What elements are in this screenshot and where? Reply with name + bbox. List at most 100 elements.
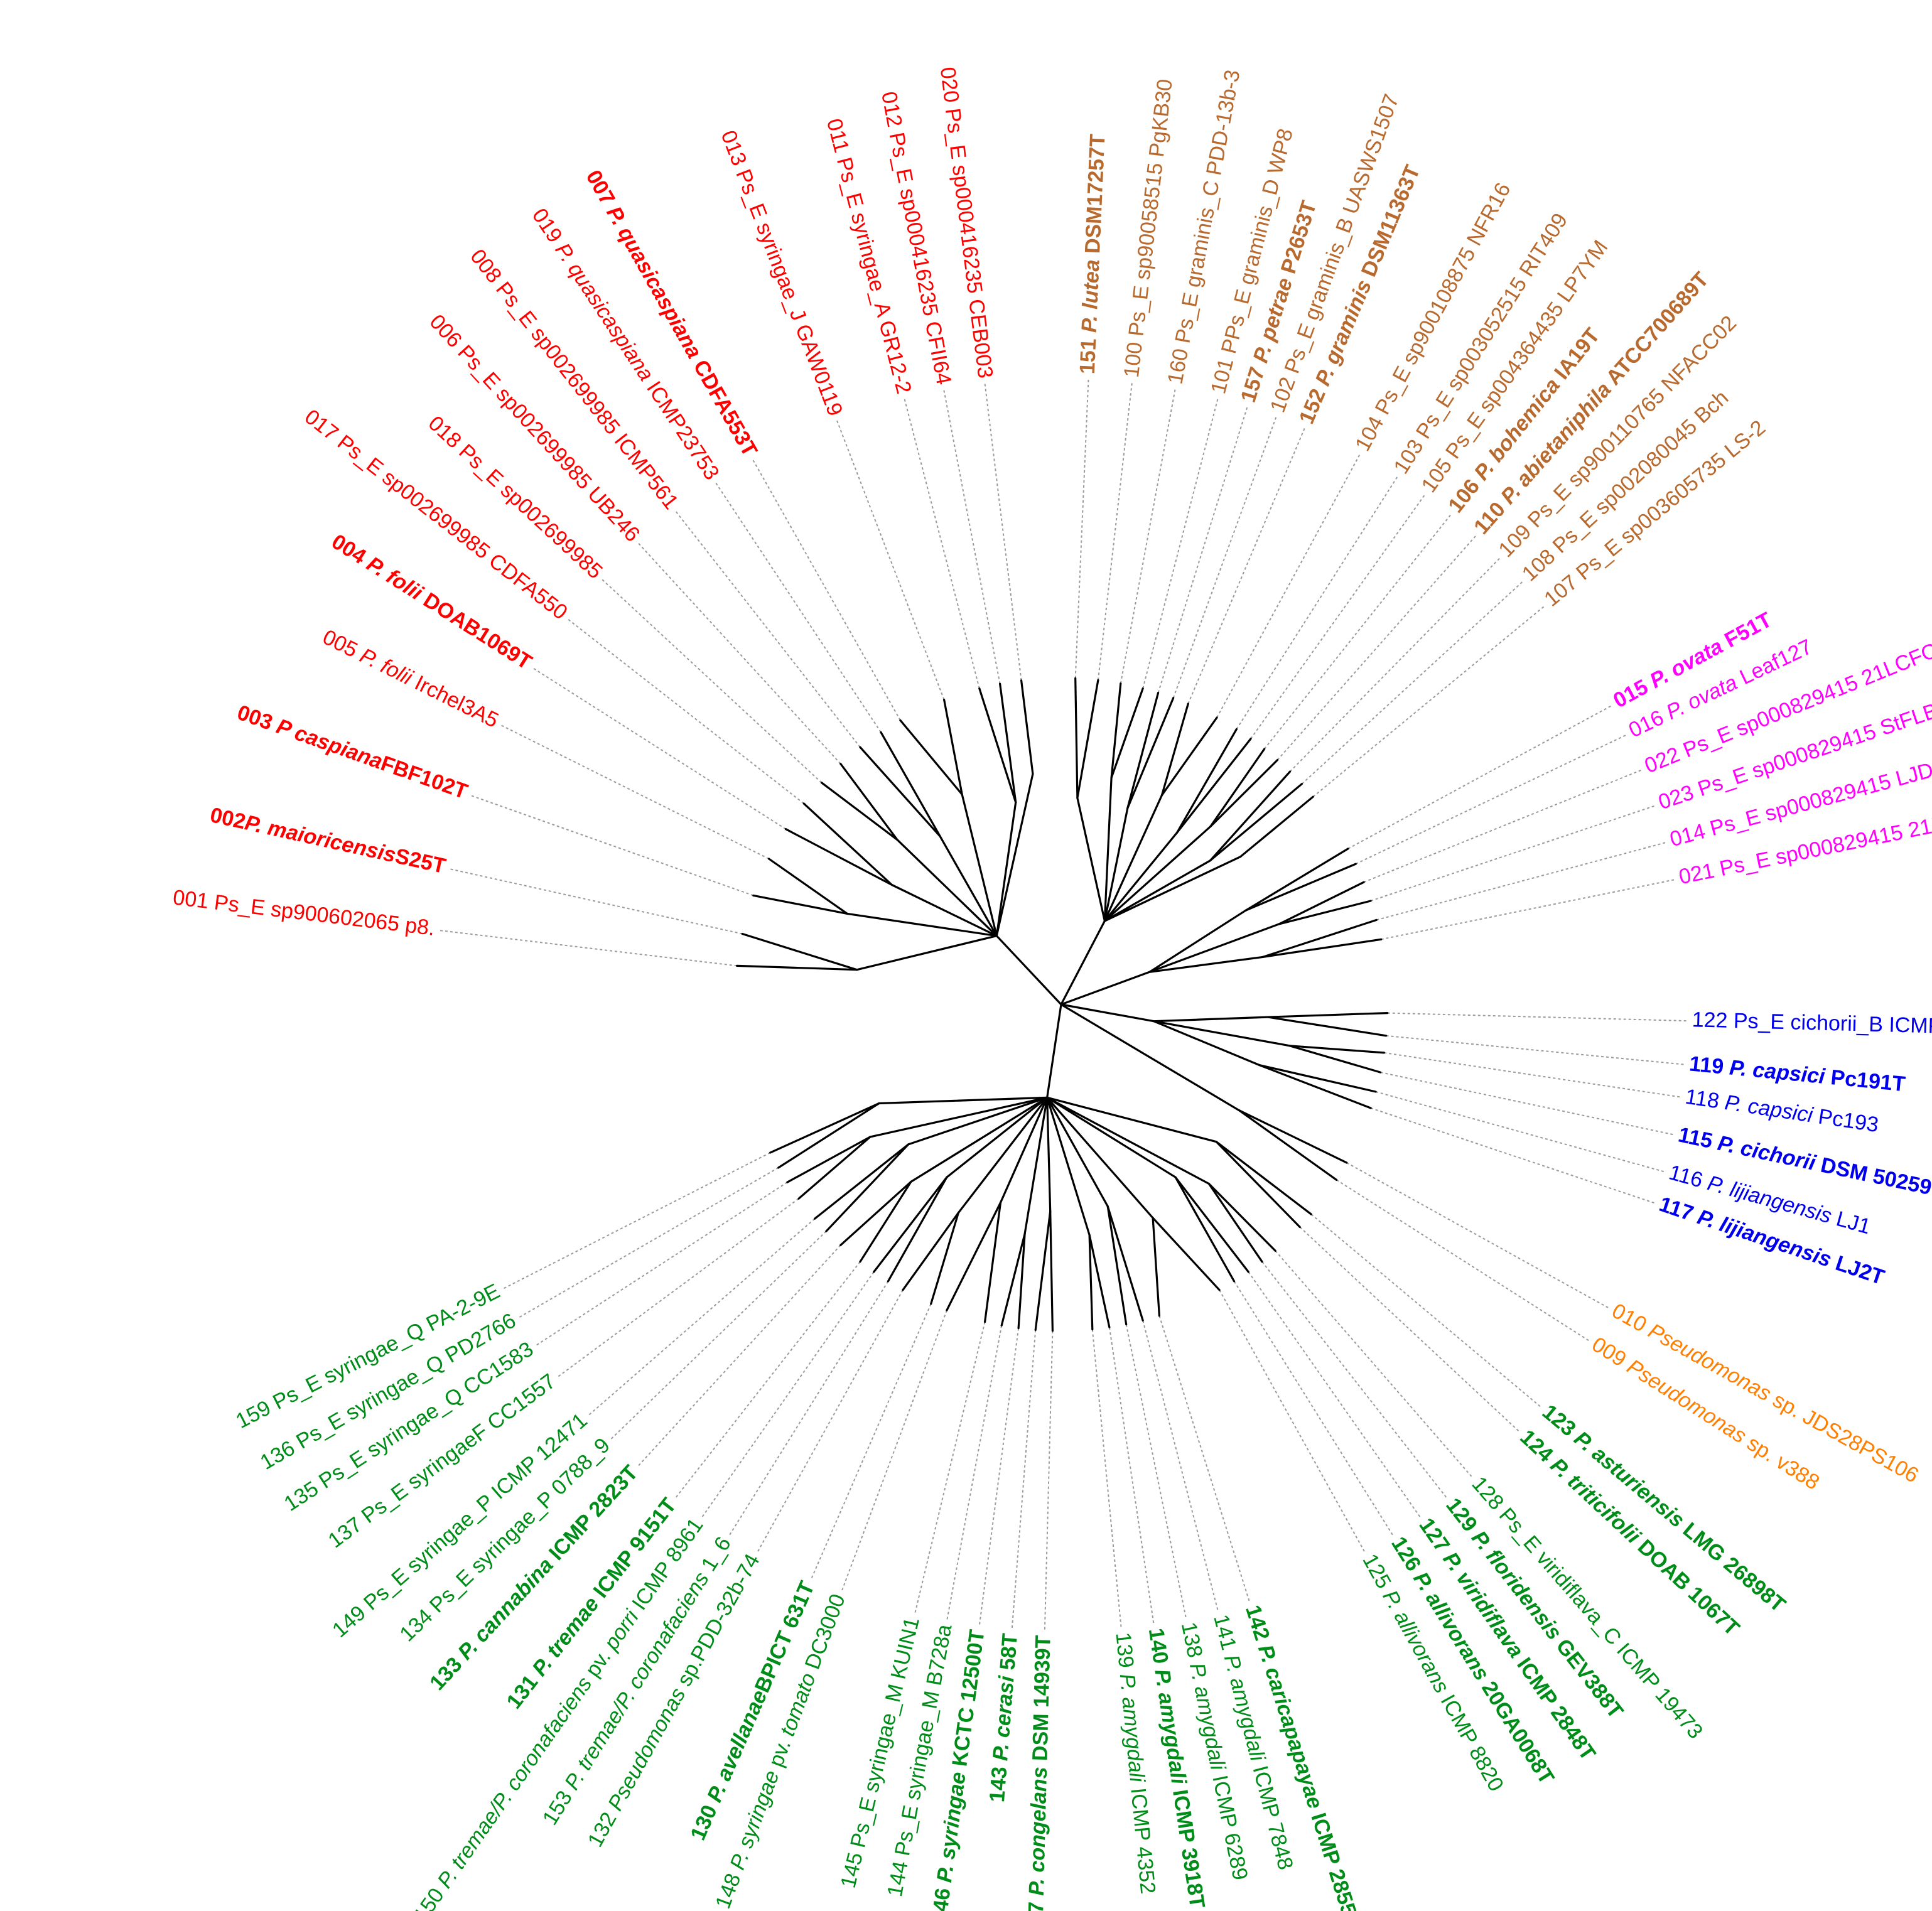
branch-orange-stem [1060, 1003, 1143, 1054]
branch-magenta-tip [1278, 900, 1372, 925]
branch-blue-stem [1060, 1003, 1155, 1023]
leader-line-108 [1301, 581, 1523, 785]
branch-green-tip [1000, 1232, 1026, 1327]
taxon-label-part: 58T [995, 1632, 1022, 1677]
taxon-label-part: ICMP 3918T [1167, 1782, 1209, 1910]
taxon-label-122: 122 Ps_E cichorii_B ICMP3353 [1692, 1008, 1932, 1039]
branch-red-inner [846, 912, 998, 937]
branch-red-tip [752, 894, 849, 915]
taxon-label-part: 141 [1209, 1612, 1242, 1659]
branch-brown-inner [1103, 859, 1212, 922]
leader-line-131 [675, 1261, 861, 1499]
branch-brown-inner [1103, 856, 1242, 922]
branch-red-tip [880, 731, 941, 837]
taxon-label-part: 157 [1236, 358, 1271, 405]
branch-green-tip [786, 1136, 872, 1183]
branch-blue-tip [1288, 1045, 1385, 1054]
branch-green-tip [983, 1201, 1002, 1323]
branch-brown-tip [1209, 758, 1279, 828]
taxon-label-part: DSM 50259T [1813, 1152, 1932, 1203]
taxon-label-100: 100 Ps_E sp90058515 PgKB30 [1120, 78, 1177, 379]
branch-red-inner [896, 839, 998, 937]
leader-line-138 [1125, 1324, 1187, 1618]
leader-line-123 [1310, 1214, 1541, 1408]
leader-line-018 [601, 578, 823, 783]
branch-red-tip [998, 682, 1017, 804]
branch-red-tip [859, 746, 941, 837]
branch-green-tip [1152, 1217, 1221, 1291]
leader-line-020 [984, 383, 1022, 681]
leader-line-127 [1248, 1271, 1421, 1518]
branch-red-inner [961, 793, 998, 937]
leader-line-142 [1158, 1315, 1250, 1602]
leader-line-010 [1346, 1162, 1609, 1309]
leader-line-022 [1363, 769, 1642, 883]
taxon-label-part: P. syringae [932, 1770, 971, 1883]
branch-green-inner [999, 1096, 1049, 1204]
taxon-label-part: P2653T [1275, 198, 1322, 282]
branch-red-tip [820, 782, 899, 841]
branch-red-tip [767, 858, 849, 915]
taxon-label-151: 151 P. lutea DSM17257T [1076, 133, 1110, 375]
branch-green-inner [1046, 1096, 1177, 1178]
branch-green-tip [1106, 1205, 1128, 1326]
branch-brown-tip [1160, 716, 1218, 797]
taxon-label-part: ATCC700689T [1598, 267, 1713, 394]
leader-line-017 [567, 618, 804, 804]
branch-brown-inner [1103, 777, 1113, 922]
branch-green-tip [839, 1180, 912, 1247]
taxon-label-part: Pc193 [1811, 1104, 1880, 1137]
branch-red-tip [784, 827, 893, 886]
branch-brown-tip [1175, 738, 1252, 834]
branch-blue-inner [1152, 1020, 1291, 1047]
leader-line-003 [470, 795, 754, 896]
leader-line-134 [610, 1230, 827, 1440]
branch-red-inner [890, 883, 998, 937]
branch-red-stem [995, 935, 1062, 1006]
leader-line-019 [715, 482, 882, 733]
taxon-label-part: P. amygdali [1150, 1667, 1190, 1787]
leader-line-117 [1370, 1107, 1655, 1204]
branch-green-inner [910, 1096, 1049, 1183]
branch-green-inner [869, 1096, 1049, 1138]
taxon-label-part: P. capsici [1729, 1056, 1827, 1089]
taxon-label-013: 013 Ps_E syringae_J GAW0119 [716, 127, 848, 419]
branch-red-inner [939, 835, 998, 937]
leader-line-144 [946, 1325, 1003, 1620]
leader-line-015 [1347, 705, 1612, 849]
leader-line-159 [503, 1152, 771, 1289]
leader-line-016 [1355, 734, 1627, 865]
branch-green-tip [902, 1212, 960, 1291]
branch-green-inner [957, 1096, 1049, 1214]
branch-brown-inner [1076, 797, 1106, 922]
taxon-label-part: 147 [1023, 1895, 1049, 1911]
branch-green-inner [907, 1096, 1049, 1146]
branch-green-tip [1034, 1210, 1052, 1331]
taxon-label-143: 143 P. cerasi 58T [985, 1632, 1022, 1803]
leader-line-136 [519, 1167, 779, 1318]
leader-line-147 [1044, 1330, 1054, 1630]
taxon-label-003: 003 P caspianaFBF102T [234, 701, 471, 804]
taxon-label-147: 147 P. congelans DSM 14939T [1023, 1635, 1055, 1911]
taxon-label-part: P caspiana [273, 714, 386, 774]
branch-brown-tip [1160, 702, 1189, 797]
branch-magenta-inner [1148, 956, 1264, 973]
leader-line-118 [1384, 1052, 1681, 1098]
taxon-label-part: Pc191T [1824, 1065, 1907, 1096]
branch-blue-tip [1258, 1063, 1372, 1109]
branch-brown-inner [1103, 825, 1212, 922]
taxon-label-001: 001 Ps_E sp900602065 p8. [171, 885, 436, 940]
branch-green-tip [1174, 1176, 1249, 1273]
taxon-label-part: 001 Ps_E sp900602065 p8. [171, 885, 436, 940]
taxon-label-part: 117 [1656, 1192, 1702, 1227]
branch-red-tip [899, 719, 963, 796]
branch-brown-tip [1126, 697, 1175, 810]
branch-magenta-tip [1261, 918, 1378, 959]
branch-green-inner [1046, 1096, 1210, 1185]
taxon-label-part: DSM17257T [1081, 133, 1110, 260]
branch-blue-tip [1266, 1016, 1388, 1037]
taxon-label-part: Irchel3A5 [406, 668, 502, 732]
taxon-label-part: 138 [1177, 1620, 1208, 1666]
taxon-label-part: LJ2T [1827, 1249, 1887, 1289]
branch-brown-tip [1126, 691, 1160, 810]
